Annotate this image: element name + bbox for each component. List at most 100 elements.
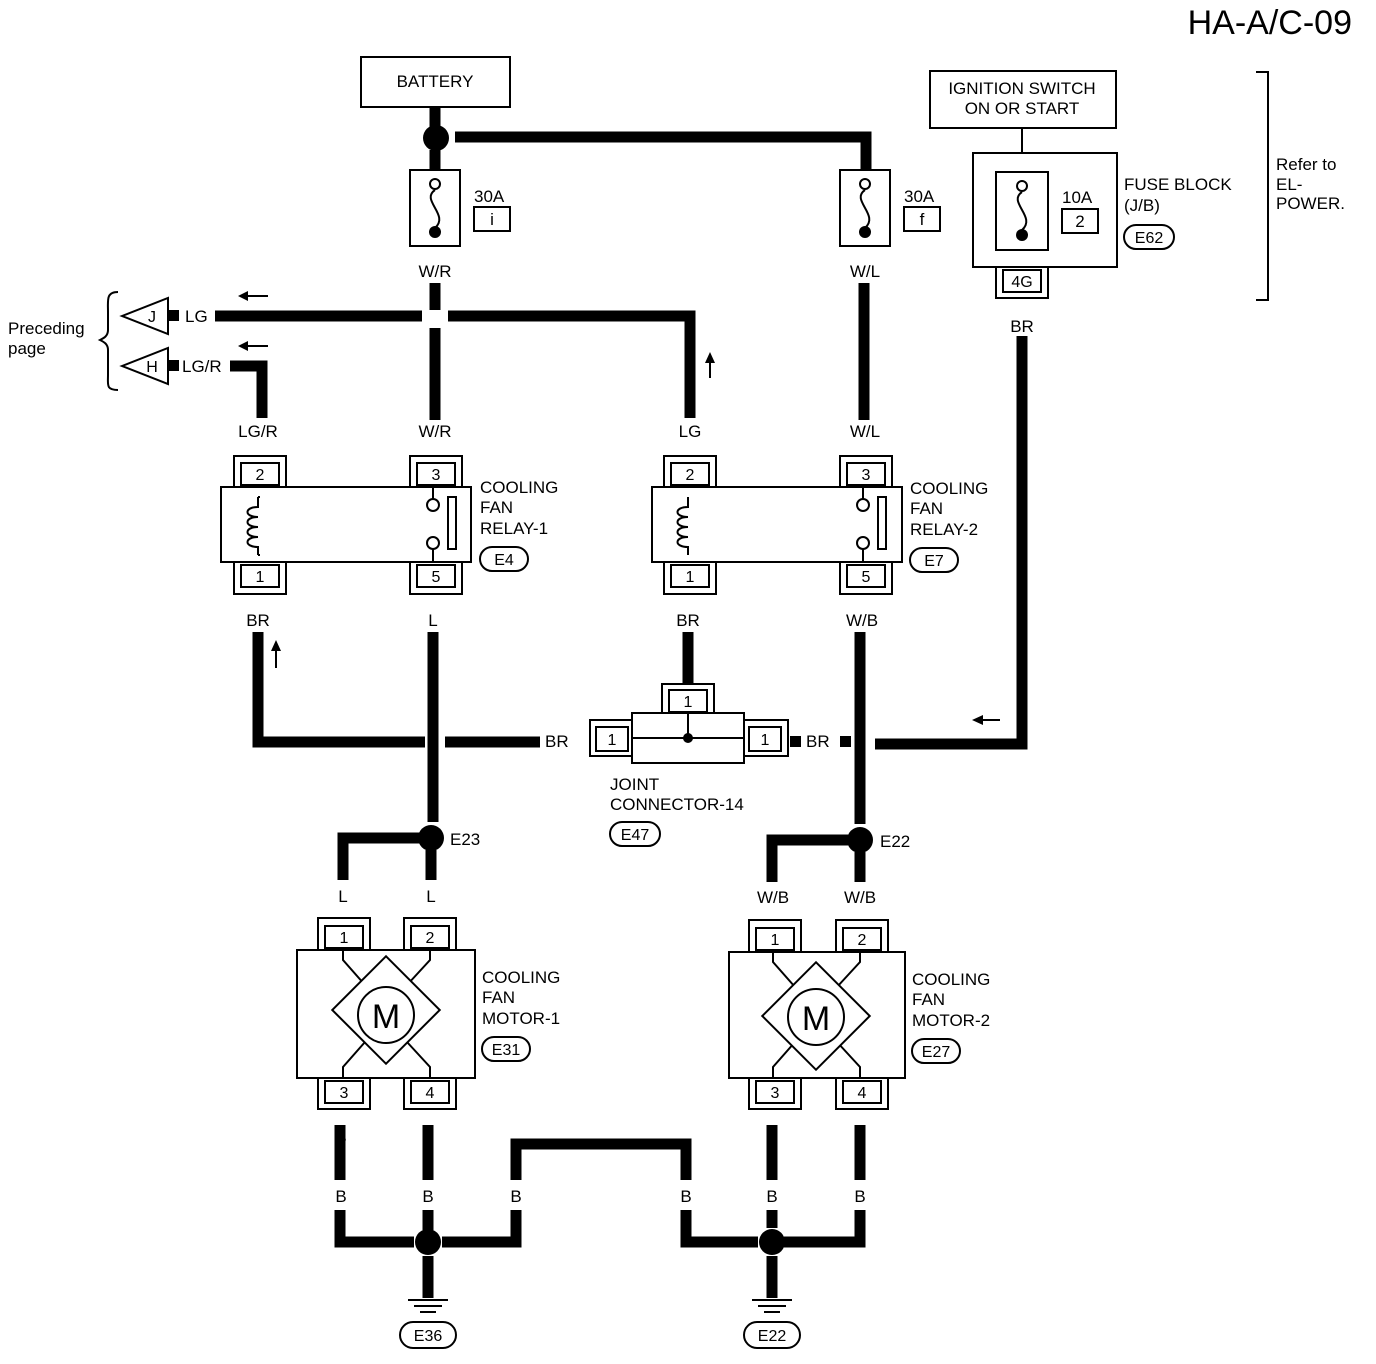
motor2-pin3: 3 — [771, 1085, 780, 1102]
joint-pin-top: 1 — [684, 694, 693, 711]
motor1-connector: E31 — [492, 1042, 521, 1059]
wire-label-wl-top: W/L — [850, 262, 880, 281]
wire-label-b-7: B — [510, 1187, 521, 1206]
offpage-connector-h: H — [119, 346, 179, 386]
preceding-line2: page — [8, 339, 46, 358]
wire-label-b-6: B — [422, 1187, 433, 1206]
ground-wire-labels: B B B B B B B B B B — [335, 1128, 865, 1206]
relay1-pin1: 1 — [256, 569, 265, 586]
fuse-block-terminal: 4G — [1011, 274, 1032, 291]
motor1-line2: FAN — [482, 988, 515, 1007]
connector-h-label: H — [146, 359, 158, 376]
relay1-connector: E4 — [494, 552, 514, 569]
ground-symbol-left: E36 — [399, 1299, 457, 1349]
joint-connector: E47 — [621, 827, 650, 844]
battery-label: BATTERY — [397, 72, 474, 91]
fuse-block-connector: E62 — [1135, 230, 1164, 247]
motor1-symbol: M — [372, 998, 400, 1036]
wire-label-b-2: B — [422, 1128, 433, 1147]
cooling-fan-motor-2: 1 2 M 3 4 — [728, 919, 906, 1110]
ground-right-label: E22 — [758, 1328, 787, 1345]
relay1-pin3: 3 — [432, 467, 441, 484]
offpage-connector-j: J — [119, 296, 179, 336]
relay2-line3: RELAY-2 — [910, 520, 978, 539]
wire-label-wb-relay2: W/B — [846, 611, 878, 630]
relay2-line1: COOLING — [910, 479, 988, 498]
motor1-pin4: 4 — [426, 1085, 435, 1102]
relay1-line1: COOLING — [480, 478, 558, 497]
wire-label-wb-motor2-b: W/B — [844, 888, 876, 907]
wire-label-br-relay2: BR — [676, 611, 700, 630]
cooling-fan-motor-1: 1 2 M 3 4 — [296, 917, 476, 1110]
relay1-pin2: 2 — [256, 467, 265, 484]
fuse-10a-id: 2 — [1075, 212, 1084, 231]
motor1-connector-oval — [481, 1036, 531, 1062]
wire-label-lg-relay2: LG — [679, 422, 702, 441]
wire-label-wr-relay1: W/R — [418, 422, 451, 441]
motor2-pin1: 1 — [771, 932, 780, 949]
fuse-block-line1: FUSE BLOCK — [1124, 175, 1232, 194]
relay2-connector-oval — [909, 547, 959, 573]
fuse-i: 30A i — [409, 169, 511, 247]
splice-points — [415, 125, 873, 1255]
relay2-connector: E7 — [924, 553, 944, 570]
wire-label-b-10: B — [854, 1187, 865, 1206]
refer-line1: Refer to — [1276, 155, 1336, 174]
motor2-line3: MOTOR-2 — [912, 1011, 990, 1030]
ignition-line1: IGNITION SWITCH — [948, 79, 1095, 98]
connector-j-label: J — [148, 309, 156, 326]
ignition-line2: ON OR START — [965, 99, 1080, 118]
motor1-line3: MOTOR-1 — [482, 1009, 560, 1028]
ignition-switch-box: IGNITION SWITCH ON OR START — [929, 70, 1117, 129]
wire-label-br-fuseblock: BR — [1010, 317, 1034, 336]
motor2-line2: FAN — [912, 990, 945, 1009]
wire-harness — [215, 108, 1028, 1298]
ground-splice-left — [415, 1229, 441, 1255]
ground-left-label: E36 — [414, 1328, 443, 1345]
motor2-connector-oval — [911, 1038, 961, 1064]
joint-connector-oval — [609, 821, 661, 847]
wire-label-wb-motor2-a: W/B — [757, 888, 789, 907]
wire-label-b-5: B — [335, 1187, 346, 1206]
fuse-block-connector-oval — [1123, 224, 1175, 250]
wire-label-wr-top: W/R — [418, 262, 451, 281]
wire-label-br-relay1: BR — [246, 611, 270, 630]
fuse-f: 30A f — [839, 169, 941, 247]
refer-line3: POWER. — [1276, 194, 1345, 213]
wire-label-lgr-relay1: LG/R — [238, 422, 278, 441]
splice-e22-label: E22 — [880, 832, 910, 851]
relay2-pin2: 2 — [686, 467, 695, 484]
ground-symbol-right: E22 — [743, 1299, 801, 1349]
motor2-line1: COOLING — [912, 970, 990, 989]
wire-label-lg-offpage: LG — [185, 307, 208, 326]
splice-e23-dot — [418, 825, 444, 851]
refer-bracket — [1256, 71, 1269, 301]
splice-e22-dot — [847, 827, 873, 853]
motor2-connector: E27 — [922, 1044, 951, 1061]
joint-connector-14: 1 1 1 — [589, 683, 851, 764]
splice-e23-label: E23 — [450, 830, 480, 849]
motor2-pin4: 4 — [858, 1085, 867, 1102]
fuse-f-id: f — [920, 210, 925, 229]
preceding-line1: Preceding — [8, 319, 85, 338]
preceding-brace — [97, 291, 119, 391]
motor1-line1: COOLING — [482, 968, 560, 987]
battery-box: BATTERY — [360, 56, 511, 108]
cooling-fan-relay-2: 2 3 1 5 — [651, 455, 903, 595]
motor1-pin1: 1 — [340, 930, 349, 947]
joint-pin-right: 1 — [761, 732, 770, 749]
motor1-pin3: 3 — [340, 1085, 349, 1102]
fuse-block-line2: (J/B) — [1124, 196, 1160, 215]
wire-label-l-motor1-a: L — [338, 887, 347, 906]
joint-line1: JOINT — [610, 775, 659, 794]
relay1-line3: RELAY-1 — [480, 519, 548, 538]
fuse-i-amp: 30A — [474, 187, 505, 206]
page-code: HA-A/C-09 — [1188, 4, 1352, 42]
wire-label-b-9: B — [766, 1187, 777, 1206]
motor1-pin2: 2 — [426, 930, 435, 947]
wire-label-br-joint-right: BR — [806, 732, 830, 751]
fuse-f-amp: 30A — [904, 187, 935, 206]
joint-pin-left: 1 — [608, 732, 617, 749]
motor2-symbol: M — [802, 1000, 830, 1038]
